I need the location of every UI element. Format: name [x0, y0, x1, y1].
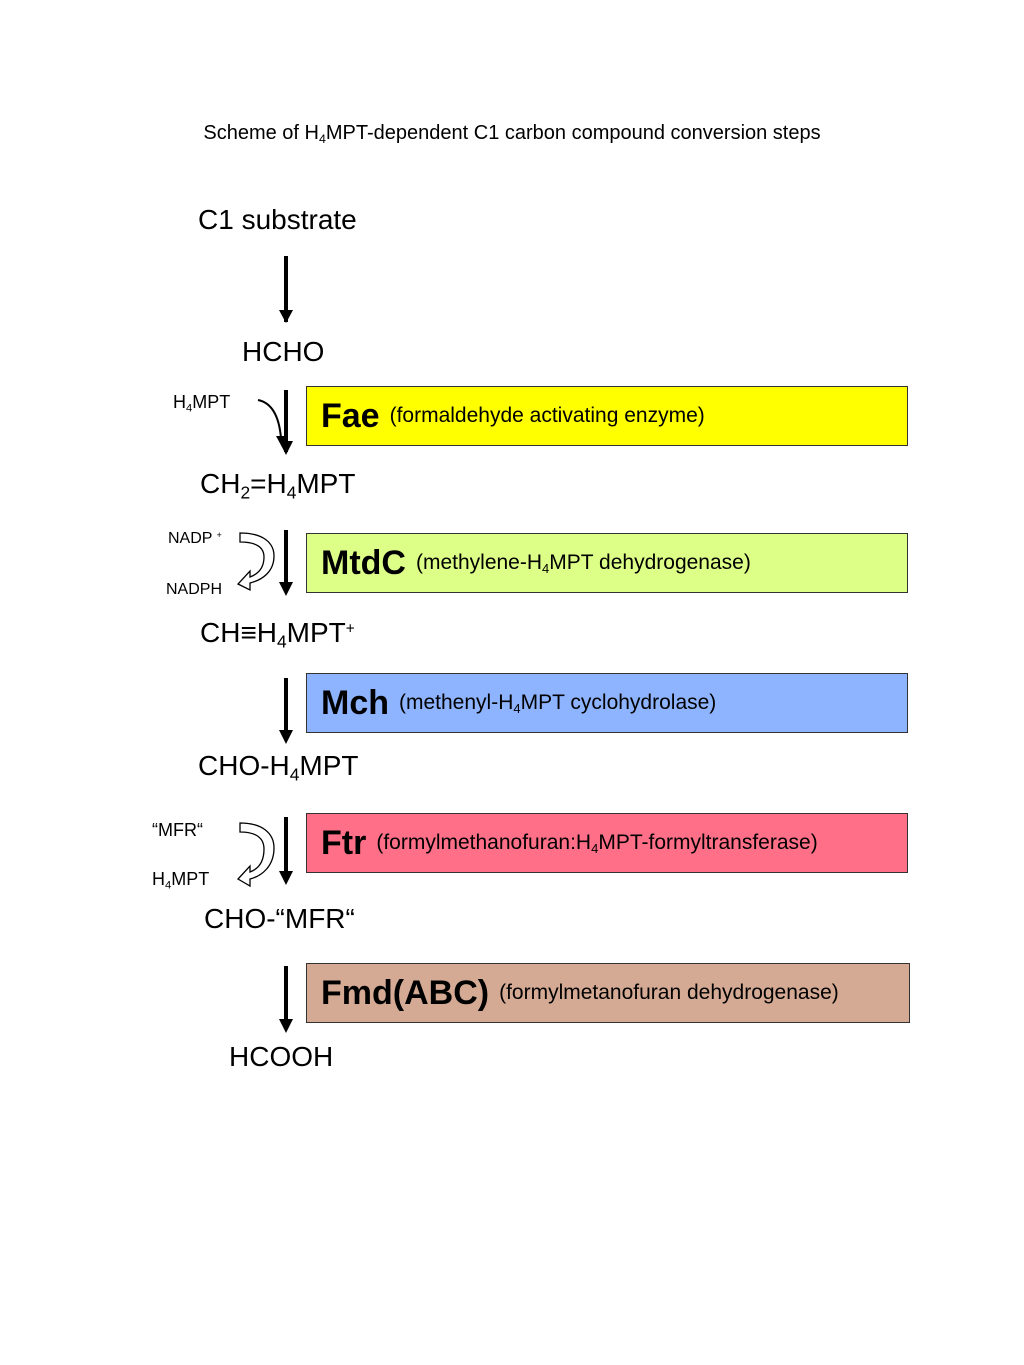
- enzyme-box-fmd: Fmd(ABC) (formylmetanofuran dehydrogenas…: [306, 963, 910, 1023]
- cofactor-h4mpt-in: H4MPT: [173, 392, 231, 415]
- enzyme-box-fae: Fae (formaldehyde activating enzyme): [306, 386, 908, 446]
- cofactor-mfr: “MFR“: [152, 820, 203, 840]
- enzyme-box-mtdc: MtdC (methylene-H4MPT dehydrogenase): [306, 533, 908, 593]
- mfr-h4mpt-curve: [236, 822, 275, 888]
- enzyme-description: (formylmethanofuran:H4MPT-formyltransfer…: [376, 831, 818, 857]
- compound-formyl-mfr: CHO-“MFR“: [204, 903, 355, 934]
- compound-formyl-h4mpt: CHO-H4MPT: [198, 750, 359, 785]
- cofactor-h4mpt-out: H4MPT: [152, 869, 210, 892]
- compound-hcooh: HCOOH: [229, 1041, 334, 1072]
- enzyme-name: MtdC: [321, 543, 406, 582]
- cofactor-nadph: NADPH: [166, 581, 223, 598]
- compound-c1-substrate: C1 substrate: [198, 204, 357, 235]
- enzyme-box-ftr: Ftr (formylmethanofuran:H4MPT-formyltran…: [306, 813, 908, 873]
- compound-methenyl-h4mpt: CH≡H4MPT+: [200, 617, 355, 652]
- enzyme-description: (methenyl-H4MPT cyclohydrolase): [399, 691, 717, 717]
- enzyme-name: Fmd(ABC): [321, 973, 490, 1012]
- h4mpt-join-curve: [257, 399, 282, 439]
- enzyme-description: (formylmetanofuran dehydrogenase): [499, 981, 839, 1004]
- enzyme-box-mch: Mch (methenyl-H4MPT cyclohydrolase): [306, 673, 908, 733]
- cofactor-nadp: NADP +: [168, 530, 222, 547]
- enzyme-name: Ftr: [321, 823, 367, 862]
- enzyme-name: Fae: [321, 396, 380, 435]
- diagram-title: Scheme of H4MPT-dependent C1 carbon comp…: [203, 122, 821, 146]
- compound-methylene-h4mpt: CH2=H4MPT: [200, 468, 356, 503]
- enzyme-description: (methylene-H4MPT dehydrogenase): [415, 551, 751, 577]
- nadp-nadph-curve: [236, 532, 275, 592]
- enzyme-name: Mch: [321, 683, 389, 722]
- enzyme-description: (formaldehyde activating enzyme): [389, 404, 705, 427]
- compound-hcho: HCHO: [242, 336, 325, 367]
